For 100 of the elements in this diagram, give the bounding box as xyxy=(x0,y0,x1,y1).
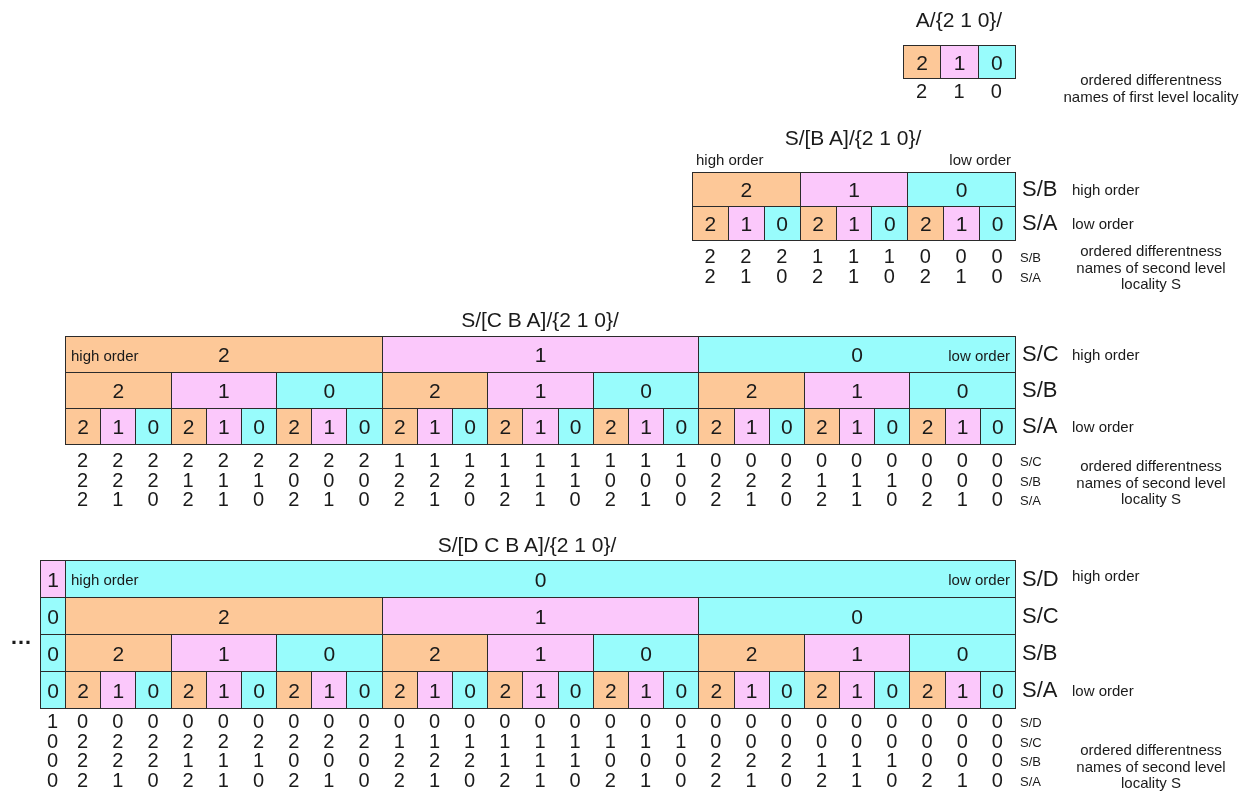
value-cell xyxy=(698,408,735,445)
order-note: high order xyxy=(696,151,764,168)
column-digits: 0 0 0 1 xyxy=(956,712,968,790)
value-cell xyxy=(909,634,1016,672)
cell-value: 0 xyxy=(47,679,59,701)
description-text: ordered differentness names of second level locality S xyxy=(1075,243,1227,293)
cell-value: 2 xyxy=(112,380,125,401)
order-note: high order xyxy=(1072,566,1140,583)
row-name: S/C xyxy=(1022,602,1059,629)
cell-value: 2 xyxy=(916,51,928,73)
value-cell xyxy=(276,671,313,709)
value-cell xyxy=(909,408,946,445)
cell-value: 1 xyxy=(851,380,863,401)
cell-value: 1 xyxy=(740,213,753,234)
cell-value: 2 xyxy=(182,416,195,437)
cell-value: 1 xyxy=(323,679,336,701)
value-cell xyxy=(663,408,700,445)
row-name: S/D xyxy=(1022,565,1059,592)
value-cell xyxy=(487,634,594,672)
cell-value: 2 xyxy=(77,416,89,437)
column-digits: 2 0 1 xyxy=(323,451,335,510)
column-digits: 1 2 2 xyxy=(393,451,405,510)
value-cell xyxy=(276,634,383,672)
cell-value: 2 xyxy=(704,213,717,234)
value-cell xyxy=(65,372,172,409)
value-cell xyxy=(943,206,981,241)
value-cell xyxy=(487,372,594,409)
order-note: low order xyxy=(949,151,1011,168)
column-digits: 0 1 0 1 xyxy=(640,712,652,790)
cell-value: 2 xyxy=(605,416,617,437)
value-cell xyxy=(381,634,489,672)
order-note: low order xyxy=(1072,681,1134,698)
cell-value: 1 xyxy=(47,568,59,590)
description-text: ordered differentness names of first level locality xyxy=(1062,72,1240,105)
value-cell xyxy=(40,560,66,598)
cell-value: 0 xyxy=(886,679,899,701)
value-cell xyxy=(799,172,909,207)
cell-value: 2 xyxy=(393,416,406,437)
section-title: S/[C B A]/{2 1 0}/ xyxy=(461,308,619,332)
cell-value: 0 xyxy=(47,605,59,627)
column-digits: 1 xyxy=(953,82,965,102)
row-key: S/A xyxy=(1020,493,1041,508)
cell-value: 0 xyxy=(569,679,582,701)
value-cell xyxy=(592,372,700,409)
cell-value: 0 xyxy=(569,416,582,437)
value-cell xyxy=(452,671,489,709)
column-digits: 1 1 1 xyxy=(534,451,546,510)
column-digits: 0 2 1 1 xyxy=(217,712,229,790)
row-name: S/B xyxy=(1022,176,1058,202)
cell-value: 2 xyxy=(288,416,301,437)
cell-value: 1 xyxy=(640,416,652,437)
value-cell xyxy=(205,408,242,445)
value-cell xyxy=(65,560,1016,598)
value-cell xyxy=(40,671,66,709)
cell-value: 0 xyxy=(47,642,59,664)
order-note: high order xyxy=(1072,345,1140,363)
value-cell xyxy=(170,671,207,709)
column-digits: 0 0 0 0 xyxy=(991,712,1003,790)
value-cell xyxy=(940,45,979,79)
cell-value: 2 xyxy=(499,416,512,437)
value-cell xyxy=(803,634,911,672)
column-digits: 2 1 xyxy=(740,247,752,286)
row-name: S/A xyxy=(1022,676,1058,703)
column-digits: 0 1 xyxy=(955,247,967,286)
cell-value: 1 xyxy=(429,679,441,701)
cell-value: 0 xyxy=(640,642,652,664)
cell-value: 2 xyxy=(745,380,758,401)
value-cell xyxy=(839,408,876,445)
value-cell xyxy=(100,408,137,445)
value-cell xyxy=(909,372,1016,409)
value-cell xyxy=(592,634,700,672)
row-key: S/B xyxy=(1020,754,1041,769)
value-cell xyxy=(871,206,909,241)
value-cell xyxy=(909,671,946,709)
cell-value: 1 xyxy=(851,416,863,437)
cell-value: 2 xyxy=(919,213,932,234)
cell-value: 0 xyxy=(534,568,547,590)
cell-value: 0 xyxy=(780,416,793,437)
cell-value: 1 xyxy=(217,642,230,664)
column-digits: 1 1 0 xyxy=(569,451,581,510)
cell-value: 2 xyxy=(710,679,723,701)
value-cell xyxy=(276,372,383,409)
value-cell xyxy=(381,597,700,635)
column-digits: 2 2 1 xyxy=(112,451,124,510)
cell-value: 0 xyxy=(464,416,476,437)
cell-value: 2 xyxy=(816,679,828,701)
column-digits: 0 1 0 2 xyxy=(604,712,616,790)
column-digits: 0 0 2 2 xyxy=(710,712,722,790)
value-cell xyxy=(65,408,102,445)
cell-value: 2 xyxy=(745,642,758,664)
column-digits: 0 2 0 xyxy=(780,451,792,510)
value-cell xyxy=(907,206,945,241)
column-digits: 1 2 xyxy=(812,247,824,286)
cell-value: 0 xyxy=(956,642,969,664)
cell-value: 1 xyxy=(745,416,758,437)
row-key: S/B xyxy=(1020,250,1041,265)
value-cell xyxy=(692,172,801,207)
cell-value: 1 xyxy=(112,416,125,437)
value-cell xyxy=(907,172,1016,207)
cell-value: 2 xyxy=(605,679,617,701)
